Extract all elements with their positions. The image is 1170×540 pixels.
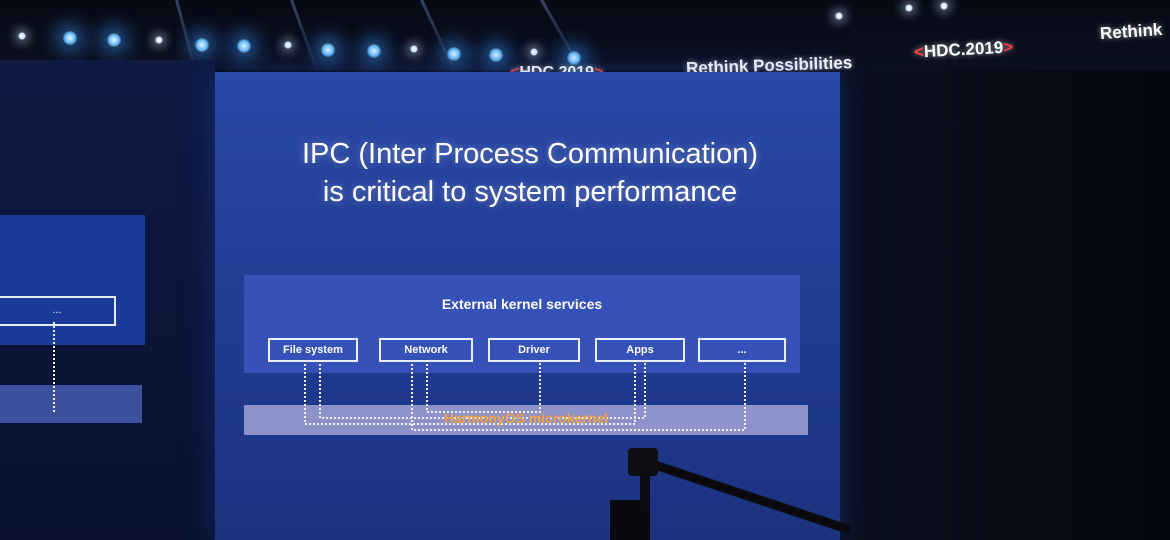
microkernel-label: HarmonyOS microkernel [443,410,609,426]
stage-light [62,30,78,46]
left-services-panel [0,215,145,345]
stage-light [194,37,210,53]
service-box-driver: Driver [488,338,580,362]
camera-crane [610,448,850,540]
stage-light [236,38,252,54]
stage-light [18,32,26,40]
slide-title-line: IPC (Inter Process Communication) [301,138,759,170]
slide-title: IPC (Inter Process Communication) is cri… [225,135,835,211]
stage-light [106,32,122,48]
services-label: External kernel services [441,296,603,312]
stage-light [835,12,843,20]
stage-light [940,2,948,10]
stage-light [320,42,336,58]
left-service-box: ... [0,296,116,326]
stage-light [284,41,292,49]
stage-backdrop [840,70,1170,540]
service-box-file-system: File system [268,338,358,362]
slide-title-line: is critical to system performance [322,176,738,208]
stage-light [905,4,913,12]
left-kernel-bar [0,385,142,423]
stage-light [530,48,538,56]
stage-truss [0,0,1170,70]
stage-light [446,46,462,62]
stage-light [155,36,163,44]
service-box-network: Network [379,338,473,362]
service-box-apps: Apps [595,338,685,362]
stage-light [366,43,382,59]
stage-light [410,45,418,53]
stage-light [566,50,582,66]
service-box-more: ... [698,338,786,362]
stage-light [488,47,504,63]
